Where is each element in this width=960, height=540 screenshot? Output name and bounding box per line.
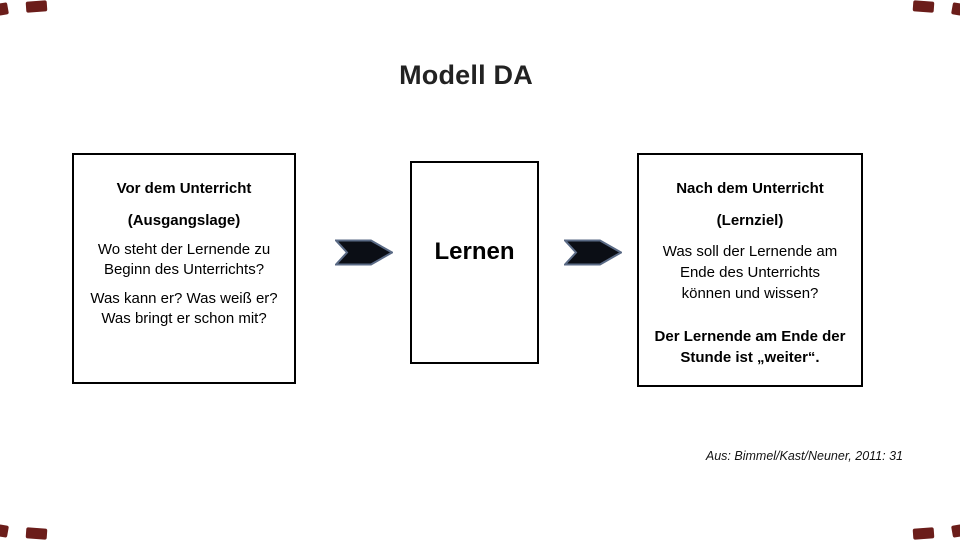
text-line: Was kann er? Was weiß er? <box>90 290 278 307</box>
corner-accent-bottom-left-inner <box>25 527 48 540</box>
text-line: Ende des Unterrichts <box>679 264 821 281</box>
after-lesson-heading: Nach dem Unterricht <box>676 180 824 197</box>
text-line: Der Lernende am Ende der <box>654 328 846 345</box>
corner-accent-top-right-inner <box>912 0 935 13</box>
before-lesson-subheading: (Ausgangslage) <box>127 212 241 229</box>
arrow-right-icon <box>564 239 622 266</box>
after-lesson-subheading: (Lernziel) <box>716 212 784 229</box>
before-lesson-box: Vor dem Unterricht (Ausgangslage) Wo ste… <box>72 153 296 384</box>
corner-accent-top-left-edge <box>0 2 9 16</box>
slide-title: Modell DA <box>399 60 533 90</box>
corner-accent-bottom-left-edge <box>0 524 9 538</box>
after-lesson-paragraph-2: Der Lernende am Ende der Stunde ist „wei… <box>645 326 855 368</box>
corner-accent-top-left-inner <box>25 0 48 13</box>
before-lesson-paragraph-2: Was kann er? Was weiß er? Was bringt er … <box>80 289 288 329</box>
text-line: Wo steht der Lernende zu <box>97 241 271 258</box>
after-lesson-box: Nach dem Unterricht (Lernziel) Was soll … <box>637 153 863 387</box>
source-caption: Aus: Bimmel/Kast/Neuner, 2011: 31 <box>705 449 903 463</box>
before-lesson-heading: Vor dem Unterricht <box>116 180 252 197</box>
corner-accent-bottom-right-edge <box>951 524 960 538</box>
learning-label: Lernen <box>434 237 515 265</box>
after-lesson-paragraph-1: Was soll der Lernende am Ende des Unterr… <box>645 241 855 304</box>
before-lesson-paragraph-1: Wo steht der Lernende zu Beginn des Unte… <box>80 240 288 280</box>
text-line: Beginn des Unterrichts? <box>103 261 265 278</box>
text-line: Was bringt er schon mit? <box>101 310 267 327</box>
corner-accent-top-right-edge <box>951 2 960 16</box>
text-line: Stunde ist „weiter“. <box>680 349 820 366</box>
text-line: können und wissen? <box>681 285 819 302</box>
learning-box: Lernen <box>410 161 539 364</box>
text-line: Was soll der Lernende am <box>662 243 838 260</box>
corner-accent-bottom-right-inner <box>912 527 935 540</box>
arrow-right-icon <box>335 239 393 266</box>
